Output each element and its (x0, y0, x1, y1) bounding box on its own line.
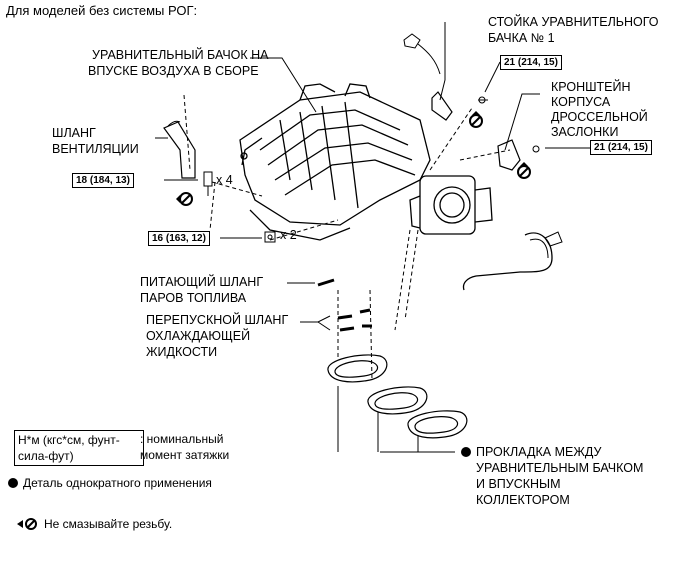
ventilation-hose-label-1: ШЛАНГ (52, 126, 96, 140)
throttle-bracket-label-4: ЗАСЛОНКИ (551, 125, 619, 139)
gasket-label-3: И ВПУСКНЫМ (476, 477, 561, 491)
torque-unit-desc-2: момент затяжки (140, 448, 230, 462)
gasket-label-1: ПРОКЛАДКА МЕЖДУ (476, 445, 602, 459)
gasket-label-2: УРАВНИТЕЛЬНЫМ БАЧКОМ (476, 461, 644, 475)
torque-unit-desc-1: : номинальный (140, 432, 224, 446)
torque-bolt-box: 18 (184, 13) (72, 173, 134, 188)
throttle-bracket-label-2: КОРПУСА (551, 95, 611, 109)
torque-unit-box: Н*м (кгс*см, фунт- сила-фут) (14, 430, 144, 466)
stay-no1-label-2: БАЧКА № 1 (488, 31, 555, 45)
coolant-hose-label-1: ПЕРЕПУСКНОЙ ШЛАНГ (146, 313, 289, 327)
intake-plenum-label-1: УРАВНИТЕЛЬНЫЙ БАЧОК НА (92, 48, 269, 62)
torque-stay-box: 21 (214, 15) (500, 55, 562, 70)
torque-unit-line-1: Н*м (кгс*см, фунт- (18, 433, 120, 447)
non-reusable-legend: Деталь однократного применения (23, 476, 212, 490)
fuel-vapor-hose-label-2: ПАРОВ ТОПЛИВА (140, 291, 247, 305)
no-oil-icon (17, 111, 531, 530)
throttle-bracket-label-3: ДРОССЕЛЬНОЙ (551, 110, 648, 124)
nut-quantity: x 2 (280, 228, 297, 242)
stay-no1-label-1: СТОЙКА УРАВНИТЕЛЬНОГО (488, 15, 659, 29)
torque-bracket-box: 21 (214, 15) (590, 140, 652, 155)
torque-nut-box: 16 (163, 12) (148, 231, 210, 246)
coolant-hose-label-3: ЖИДКОСТИ (146, 345, 218, 359)
bolt-quantity: x 4 (216, 173, 233, 187)
throttle-bracket-label-1: КРОНШТЕЙН (551, 80, 631, 94)
page-title: Для моделей без системы РОГ: (6, 3, 198, 18)
ventilation-hose-label-2: ВЕНТИЛЯЦИИ (52, 142, 139, 156)
no-oil-legend: Не смазывайте резьбу. (44, 517, 173, 531)
coolant-hose-label-2: ОХЛАЖДАЮЩЕЙ (146, 329, 251, 343)
torque-unit-line-2: сила-фут) (18, 449, 74, 463)
gasket-label-4: КОЛЛЕКТОРОМ (476, 493, 570, 507)
fuel-vapor-hose-label-1: ПИТАЮЩИЙ ШЛАНГ (140, 275, 264, 289)
intake-plenum-label-2: ВПУСКЕ ВОЗДУХА В СБОРЕ (88, 64, 259, 78)
